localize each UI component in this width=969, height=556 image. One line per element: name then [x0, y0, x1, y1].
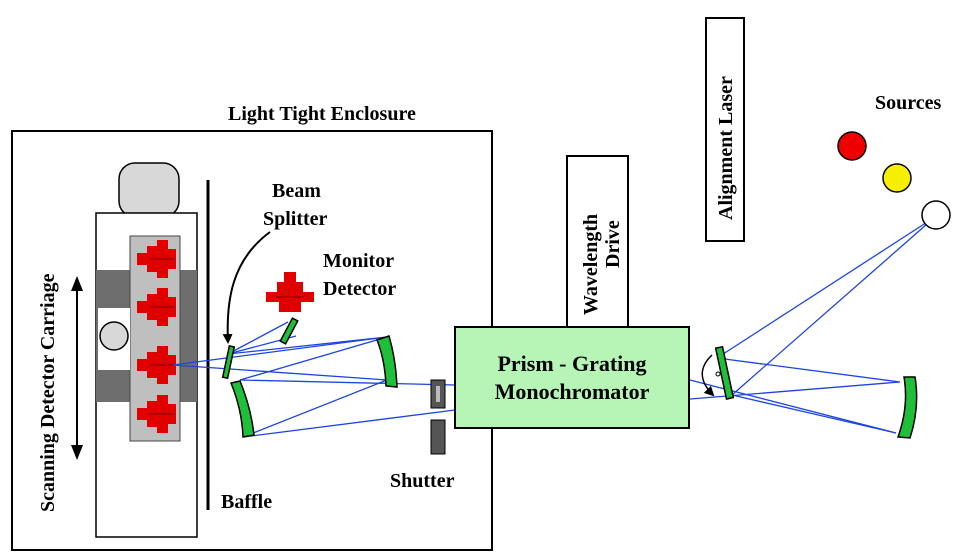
sources-label: Sources — [875, 92, 942, 114]
source-red — [837, 131, 867, 161]
wavelength-label-line2: Drive — [602, 220, 624, 268]
beam-splitter — [221, 345, 236, 380]
monitor-fold-mirror — [279, 317, 299, 345]
beam-splitter-label-line1: Beam — [272, 180, 321, 202]
wavelength-label-line1: Wavelength — [580, 214, 602, 315]
arrow-icon — [222, 231, 271, 344]
mirror-icon — [221, 317, 918, 439]
source-yellow — [882, 163, 912, 193]
carriage-window — [99, 321, 129, 351]
detector-icon — [137, 395, 176, 433]
detector-icon — [137, 288, 176, 326]
beam-splitter-label-line2: Splitter — [263, 208, 328, 230]
concave-mirror-left — [229, 380, 255, 438]
monochromator-label-line2: Monochromator — [495, 379, 650, 404]
concave-mirror-source — [896, 376, 918, 439]
baffle-label: Baffle — [221, 491, 272, 513]
mirror-pivot — [715, 371, 721, 377]
alignment-laser-box — [705, 17, 745, 242]
shutter-label: Shutter — [390, 470, 455, 492]
concave-mirror-right — [376, 335, 398, 388]
enclosure-label: Light Tight Enclosure — [228, 103, 416, 125]
light-beams — [172, 216, 936, 438]
plane-mirror-source — [714, 345, 735, 400]
monitor-label-line1: Monitor — [323, 250, 394, 272]
shutter-icon — [430, 379, 446, 455]
monochromator-box — [454, 326, 690, 429]
alignment-laser-label: Alignment Laser — [715, 76, 737, 220]
carriage-motion-arrow — [71, 276, 83, 460]
source-white — [921, 200, 951, 230]
wavelength-drive-box — [566, 155, 629, 328]
monitor-label-line2: Detector — [323, 278, 396, 300]
monochromator-label-line1: Prism - Grating — [497, 351, 646, 376]
rotation-arrow-icon — [701, 354, 715, 397]
scanning-detector-carriage — [95, 162, 198, 538]
detector-icon — [137, 240, 176, 278]
detector-icon — [137, 346, 176, 384]
detector-array — [137, 240, 176, 433]
carriage-label: Scanning Detector Carriage — [37, 273, 59, 512]
monitor-detector — [266, 272, 314, 312]
